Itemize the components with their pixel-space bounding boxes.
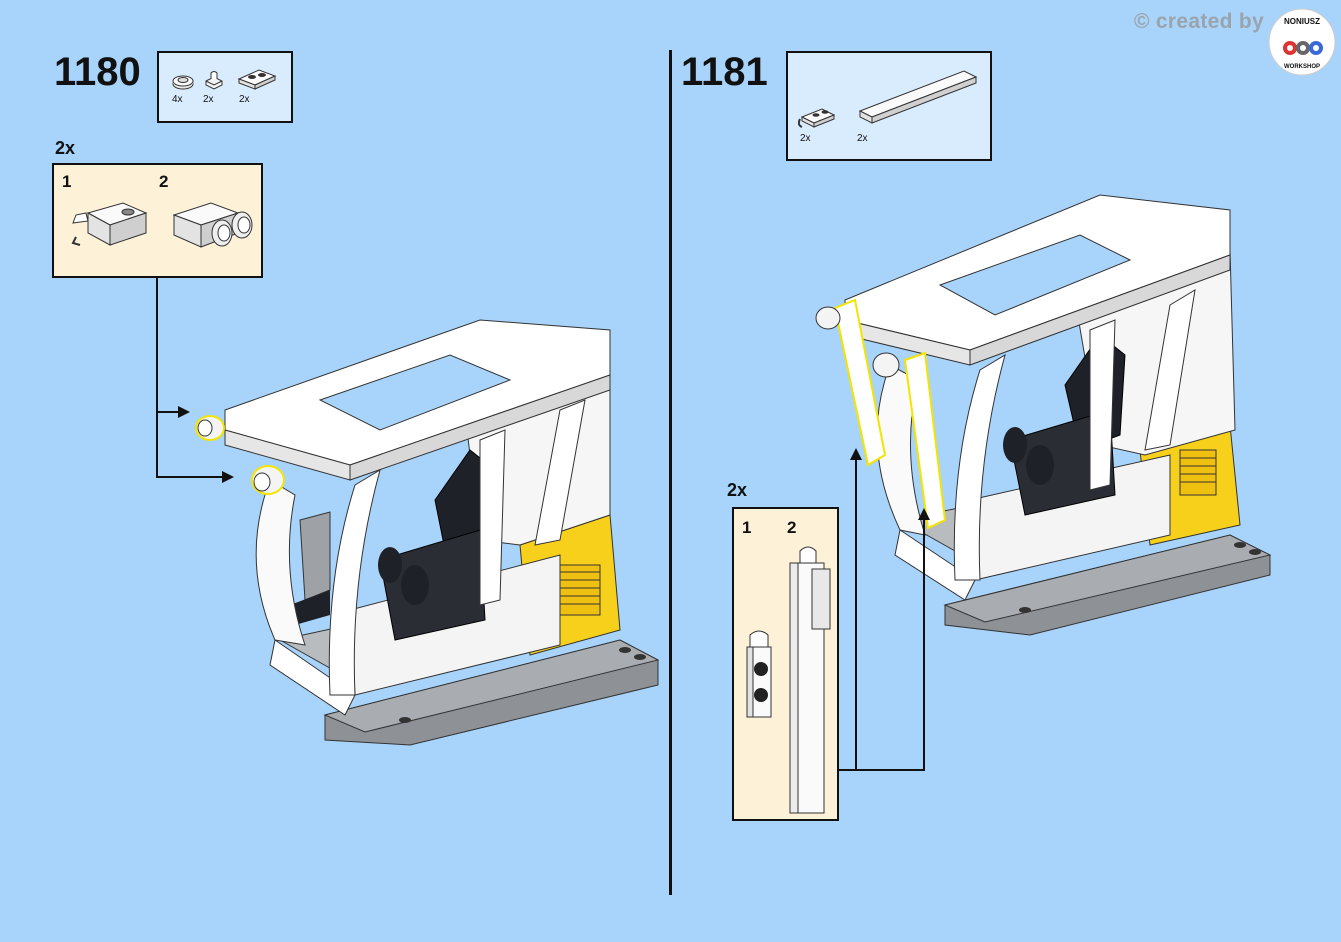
model-assembly-1180 [180,300,670,760]
callout-arrows [670,0,1341,942]
